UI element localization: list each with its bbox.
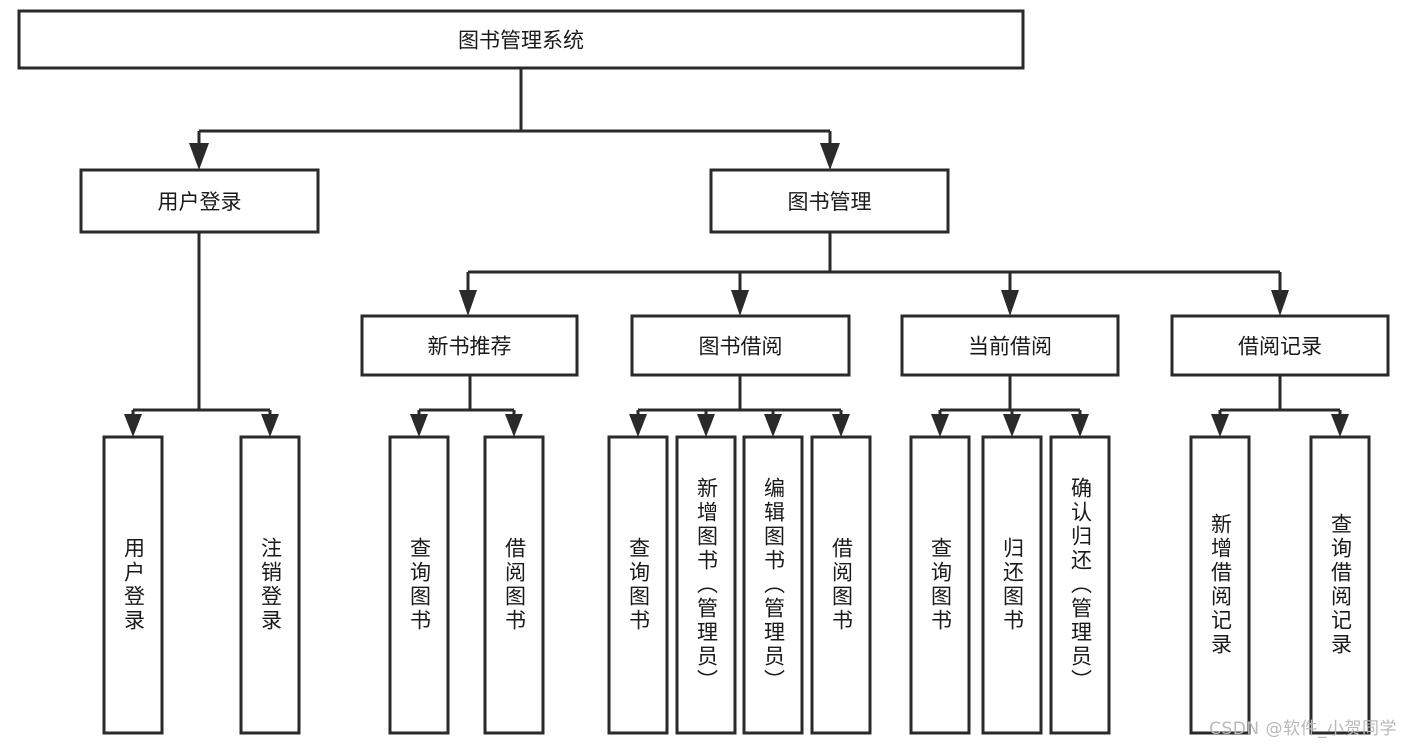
- arrow-head-leaf-user-login: [124, 414, 142, 437]
- arrow-head-leaf-query-book-borrow: [629, 414, 647, 437]
- node-boxes-layer: [17, 9, 1390, 735]
- node-label-book-management: 图书管理: [788, 190, 872, 214]
- node-box-leaf-query-book-current[interactable]: [909, 435, 971, 735]
- connector-group-borrow-records: [1211, 375, 1349, 437]
- arrow-head-leaf-query-record: [1331, 414, 1349, 437]
- arrow-head-leaf-add-record: [1211, 414, 1229, 437]
- arrow-head-leaf-return-book: [1003, 414, 1021, 437]
- arrow-head-leaf-query-book-current: [931, 414, 949, 437]
- connector-group-book-borrow: [629, 375, 850, 437]
- node-box-leaf-edit-book[interactable]: [742, 435, 804, 735]
- arrow-head-leaf-add-book: [697, 414, 715, 437]
- node-box-leaf-query-book-rec[interactable]: [388, 435, 450, 735]
- node-label-current-borrow: 当前借阅: [968, 335, 1052, 359]
- node-box-leaf-query-book-borrow[interactable]: [607, 435, 669, 735]
- arrow-head-leaf-edit-book: [764, 414, 782, 437]
- arrow-head-current-borrow: [1001, 290, 1019, 316]
- arrow-head-user-login: [189, 143, 209, 170]
- node-box-leaf-query-record[interactable]: [1309, 435, 1371, 735]
- node-box-leaf-add-record[interactable]: [1189, 435, 1251, 735]
- node-box-borrow-records[interactable]: [1170, 314, 1390, 377]
- arrow-head-leaf-borrow-book-rec: [505, 414, 523, 437]
- node-box-user-login[interactable]: [79, 168, 320, 234]
- arrow-head-new-book-recommend: [459, 290, 477, 316]
- arrow-head-leaf-borrow-book: [832, 414, 850, 437]
- node-box-leaf-return-book[interactable]: [981, 435, 1043, 735]
- connector-group-book-management: [459, 232, 1289, 316]
- arrow-head-borrow-records: [1271, 290, 1289, 316]
- connector-group-current-borrow: [931, 375, 1089, 437]
- node-box-leaf-borrow-book[interactable]: [810, 435, 872, 735]
- node-label-root: 图书管理系统: [458, 29, 584, 53]
- arrow-head-leaf-logout: [261, 414, 279, 437]
- node-box-leaf-logout[interactable]: [239, 435, 301, 735]
- connector-group-root: [189, 68, 840, 170]
- node-box-leaf-confirm-return[interactable]: [1049, 435, 1111, 735]
- connector-group-new-book-recommend: [410, 375, 523, 437]
- node-label-borrow-records: 借阅记录: [1238, 335, 1322, 359]
- arrow-head-book-management: [820, 143, 840, 170]
- node-label-user-login: 用户登录: [158, 190, 242, 214]
- node-box-current-borrow[interactable]: [900, 314, 1120, 377]
- node-label-book-borrow: 图书借阅: [699, 335, 783, 359]
- node-box-book-management[interactable]: [709, 168, 950, 234]
- arrow-head-leaf-query-book-rec: [410, 414, 428, 437]
- node-box-root[interactable]: [17, 9, 1025, 70]
- node-box-leaf-borrow-book-rec[interactable]: [483, 435, 545, 735]
- arrow-head-leaf-confirm-return: [1071, 414, 1089, 437]
- connector-group-user-login: [124, 232, 279, 437]
- node-box-leaf-user-login[interactable]: [102, 435, 164, 735]
- watermark-text: CSDN @软件_小贺同学: [1209, 719, 1397, 739]
- node-box-book-borrow[interactable]: [630, 314, 851, 377]
- node-box-leaf-add-book[interactable]: [675, 435, 737, 735]
- node-box-new-book-recommend[interactable]: [360, 314, 579, 377]
- arrow-head-book-borrow: [731, 290, 749, 316]
- node-label-new-book-recommend: 新书推荐: [428, 335, 512, 359]
